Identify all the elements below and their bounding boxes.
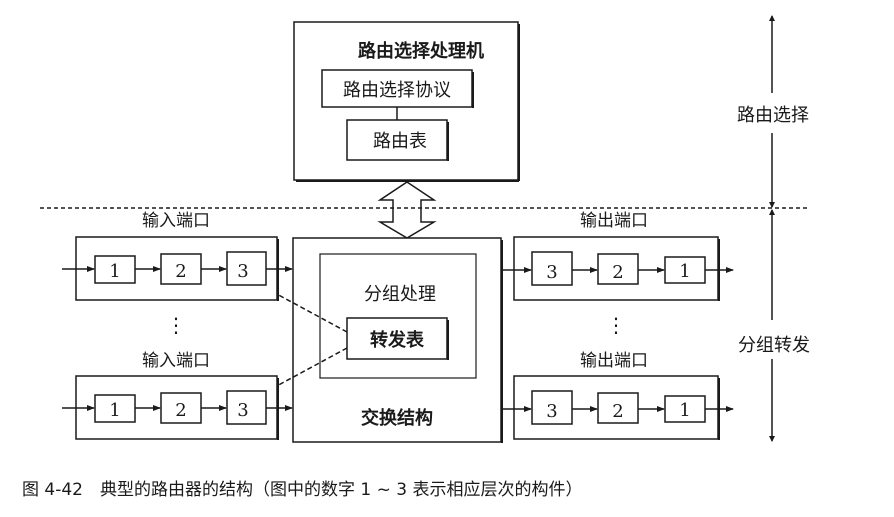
stage-2: 2 [175,400,186,421]
stage-1: 1 [109,261,120,282]
forwarding-table-label: 转发表 [370,329,425,351]
input-port-label: 输入端口 [142,351,210,371]
stage-1: 1 [679,261,690,282]
output-ellipsis: ⋮ [606,313,626,337]
output-port-2: 输出端口 3 2 1 [502,351,734,440]
stage-3: 3 [546,262,557,283]
input-port-1: 输入端口 1 2 3 [62,211,293,301]
routing-protocol-label: 路由选择协议 [343,80,451,101]
switch-fabric-title: 交换结构 [361,407,433,429]
output-port-label: 输出端口 [580,351,648,371]
stage-2: 2 [175,261,186,282]
input-port-2: 输入端口 1 2 3 [62,351,293,440]
stage-1: 1 [679,400,690,421]
routing-processor-title: 路由选择处理机 [358,40,484,62]
forwarding-layer-label: 分组转发 [738,335,810,356]
stage-1: 1 [109,400,120,421]
layer-scale: 路由选择 分组转发 [737,15,810,442]
bidirectional-arrow-icon [377,181,437,239]
input-port-label: 输入端口 [142,211,210,231]
stage-3: 3 [237,400,248,421]
output-port-label: 输出端口 [580,211,648,231]
output-port-1: 输出端口 3 2 1 [502,211,734,301]
stage-2: 2 [612,262,623,283]
routing-processor: 路由选择处理机 路由选择协议 路由表 [293,21,520,182]
input-ellipsis: ⋮ [166,313,186,337]
stage-3: 3 [546,401,557,422]
routing-table-label: 路由表 [373,131,427,152]
stage-3: 3 [237,261,248,282]
packet-processing-label: 分组处理 [364,284,436,305]
stage-2: 2 [612,401,623,422]
routing-layer-label: 路由选择 [737,105,809,126]
figure-caption: 图 4-42 典型的路由器的结构（图中的数字 1 ~ 3 表示相应层次的构件） [22,480,583,500]
switch-fabric: 分组处理 转发表 交换结构 [292,237,503,443]
